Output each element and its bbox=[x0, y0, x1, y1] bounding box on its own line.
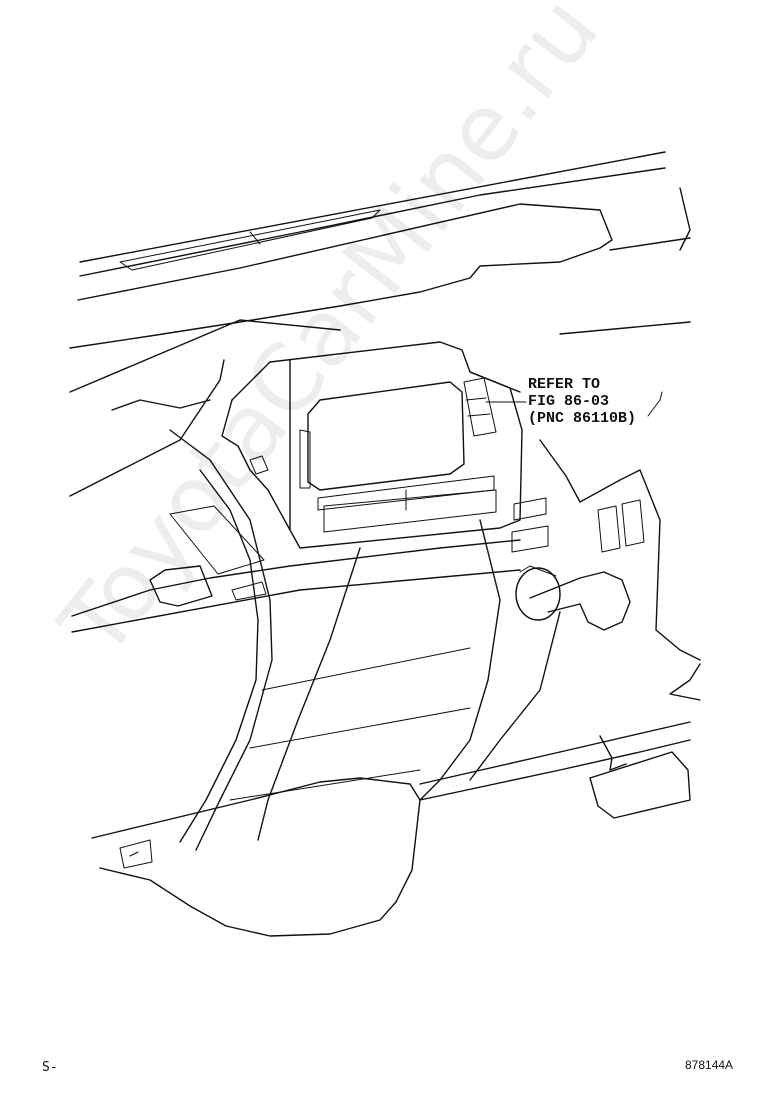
knee-panel bbox=[91, 663, 701, 937]
pedal bbox=[589, 735, 691, 819]
dash-panel-outline bbox=[69, 359, 701, 661]
callout-leader bbox=[485, 391, 663, 417]
upper-dash-lines bbox=[69, 151, 691, 393]
callout-line-3: (PNC 86110B) bbox=[528, 410, 637, 427]
refer-callout: REFER TO FIG 86-03 (PNC 86110B) bbox=[528, 376, 636, 427]
footer-code: S- bbox=[42, 1060, 58, 1075]
lower-console bbox=[169, 429, 561, 851]
figure-number: 878144A bbox=[685, 1058, 734, 1072]
shift-lever bbox=[515, 565, 631, 631]
callout-line-1: REFER TO bbox=[528, 376, 601, 393]
callout-line-2: FIG 86-03 bbox=[528, 393, 610, 410]
center-display-housing bbox=[221, 341, 523, 549]
